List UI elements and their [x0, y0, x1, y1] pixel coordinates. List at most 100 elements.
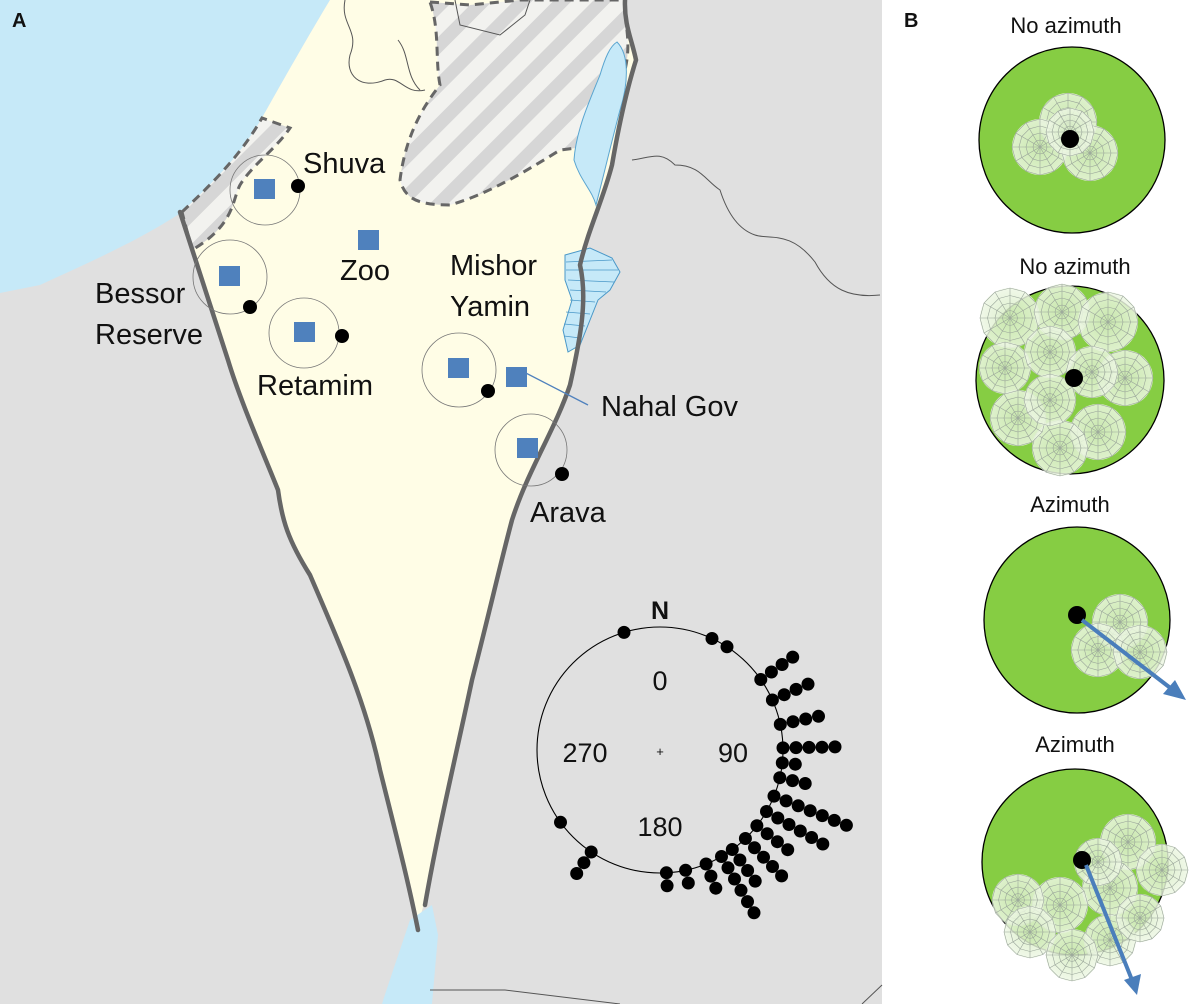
site-square-shuva — [254, 179, 275, 199]
site-label-yamin: Yamin — [450, 291, 530, 323]
azimuth-dot — [660, 879, 674, 893]
azimuth-dot — [554, 815, 567, 829]
azimuth-dot — [704, 869, 718, 883]
gulf-of-aqaba — [382, 905, 438, 1004]
azimuth-dot — [782, 818, 796, 831]
spider-web — [1023, 373, 1077, 427]
spider-web — [1070, 622, 1126, 678]
site-label-shuva: Shuva — [303, 148, 386, 180]
spider-dot-4 — [1073, 851, 1091, 869]
azimuth-dot — [776, 741, 790, 755]
azimuth-dot — [765, 693, 779, 707]
site-buffers — [192, 154, 568, 487]
azimuth-dot — [705, 632, 719, 645]
azimuth-dot — [770, 835, 784, 849]
azimuth-dot — [760, 805, 773, 818]
gaza-strip — [180, 116, 293, 253]
azimuth-dot — [775, 869, 789, 883]
azimuth-dot — [815, 740, 829, 754]
azimuth-dot — [725, 843, 739, 856]
compass-label-270: 270 — [562, 738, 607, 768]
site-label-zoo: Zoo — [340, 255, 390, 287]
site-label-reserve: Reserve — [95, 319, 203, 351]
map-panel: A Shuva Zoo Bessor Reserve Retamim Misho… — [0, 0, 883, 1004]
azimuth-dot — [789, 682, 803, 696]
azimuth-dot — [741, 864, 755, 877]
azimuth-dot — [741, 895, 754, 909]
site-square-retamim — [294, 322, 315, 342]
israel-region — [182, 0, 636, 925]
site-label-nahal-gov: Nahal Gov — [601, 391, 739, 423]
azimuth-dot — [827, 813, 841, 827]
site-square-arava — [517, 438, 538, 458]
azimuth-dot — [764, 665, 778, 679]
spider-web — [1135, 843, 1189, 897]
spider-web — [1077, 291, 1139, 353]
azimuth-dot — [760, 827, 774, 841]
compass-north-label: N — [651, 597, 669, 625]
scenario-1-title: No azimuth — [1010, 13, 1121, 38]
azimuth-dot — [775, 658, 789, 671]
azimuth-dot — [812, 709, 825, 723]
spider-web — [1033, 283, 1091, 341]
spider-web — [1003, 905, 1057, 959]
azimuth-dot — [779, 794, 793, 808]
azimuth-dot — [709, 881, 723, 895]
azimuth-compass: N 0 90 180 270 + — [536, 597, 853, 920]
site-label-retamim: Retamim — [257, 370, 373, 402]
site-square-nahal-gov — [506, 367, 527, 387]
azimuth-dot — [816, 837, 830, 851]
azimuth-dot — [788, 757, 802, 771]
panel-letter-a: A — [12, 10, 26, 32]
dead-sea — [573, 41, 627, 207]
web-cluster-4 — [991, 813, 1189, 982]
site-label-arava: Arava — [530, 497, 607, 529]
azimuth-arrow-3 — [1080, 618, 1186, 700]
scenario-3-title: Azimuth — [1030, 492, 1109, 517]
site-squares — [219, 179, 538, 458]
scenario-1: No azimuth — [978, 13, 1166, 234]
azimuth-dot — [733, 853, 747, 867]
azimuth-dot — [570, 867, 584, 880]
azimuth-dot — [786, 715, 800, 729]
compass-label-0: 0 — [652, 666, 667, 696]
azimuth-dot — [681, 876, 695, 890]
azimuth-dot — [757, 850, 770, 864]
azimuth-dot — [771, 811, 785, 825]
site-square-bessor — [219, 266, 240, 286]
azimuth-dot — [748, 874, 762, 888]
azimuth-dot — [786, 650, 800, 664]
nahal-gov-leader — [519, 369, 589, 406]
international-border — [177, 0, 639, 933]
compass-label-180: 180 — [637, 812, 682, 842]
spider-web — [1045, 928, 1099, 982]
azimuth-dot — [738, 832, 752, 845]
scenario-4: Azimuth — [981, 732, 1189, 995]
spider-web — [1023, 325, 1077, 379]
azimuth-dot — [659, 866, 673, 880]
azimuth-dot — [773, 717, 787, 731]
site-label-mishor: Mishor — [450, 250, 537, 282]
azimuth-dot — [715, 850, 728, 863]
azimuth-dot — [748, 841, 761, 855]
azimuth-dots — [554, 625, 853, 920]
site-square-mishor — [448, 358, 469, 378]
azimuth-dot — [803, 804, 817, 818]
azimuth-dot — [781, 843, 795, 857]
azimuth-dot — [747, 906, 761, 920]
scenario-2: No azimuth — [975, 254, 1165, 477]
west-bank — [398, 0, 630, 207]
spider-dot-3 — [1068, 606, 1086, 624]
azimuth-dot — [766, 860, 779, 873]
azimuth-dot — [754, 673, 768, 686]
azimuth-dot — [793, 824, 807, 838]
azimuth-dot — [802, 740, 816, 754]
azimuth-dot — [728, 872, 741, 886]
azimuth-dot — [798, 777, 812, 790]
azimuth-dot — [805, 831, 819, 844]
azimuth-dot — [828, 740, 842, 754]
spider-web — [978, 341, 1032, 395]
azimuth-dot — [720, 640, 734, 654]
mediterranean-sea — [0, 0, 330, 293]
